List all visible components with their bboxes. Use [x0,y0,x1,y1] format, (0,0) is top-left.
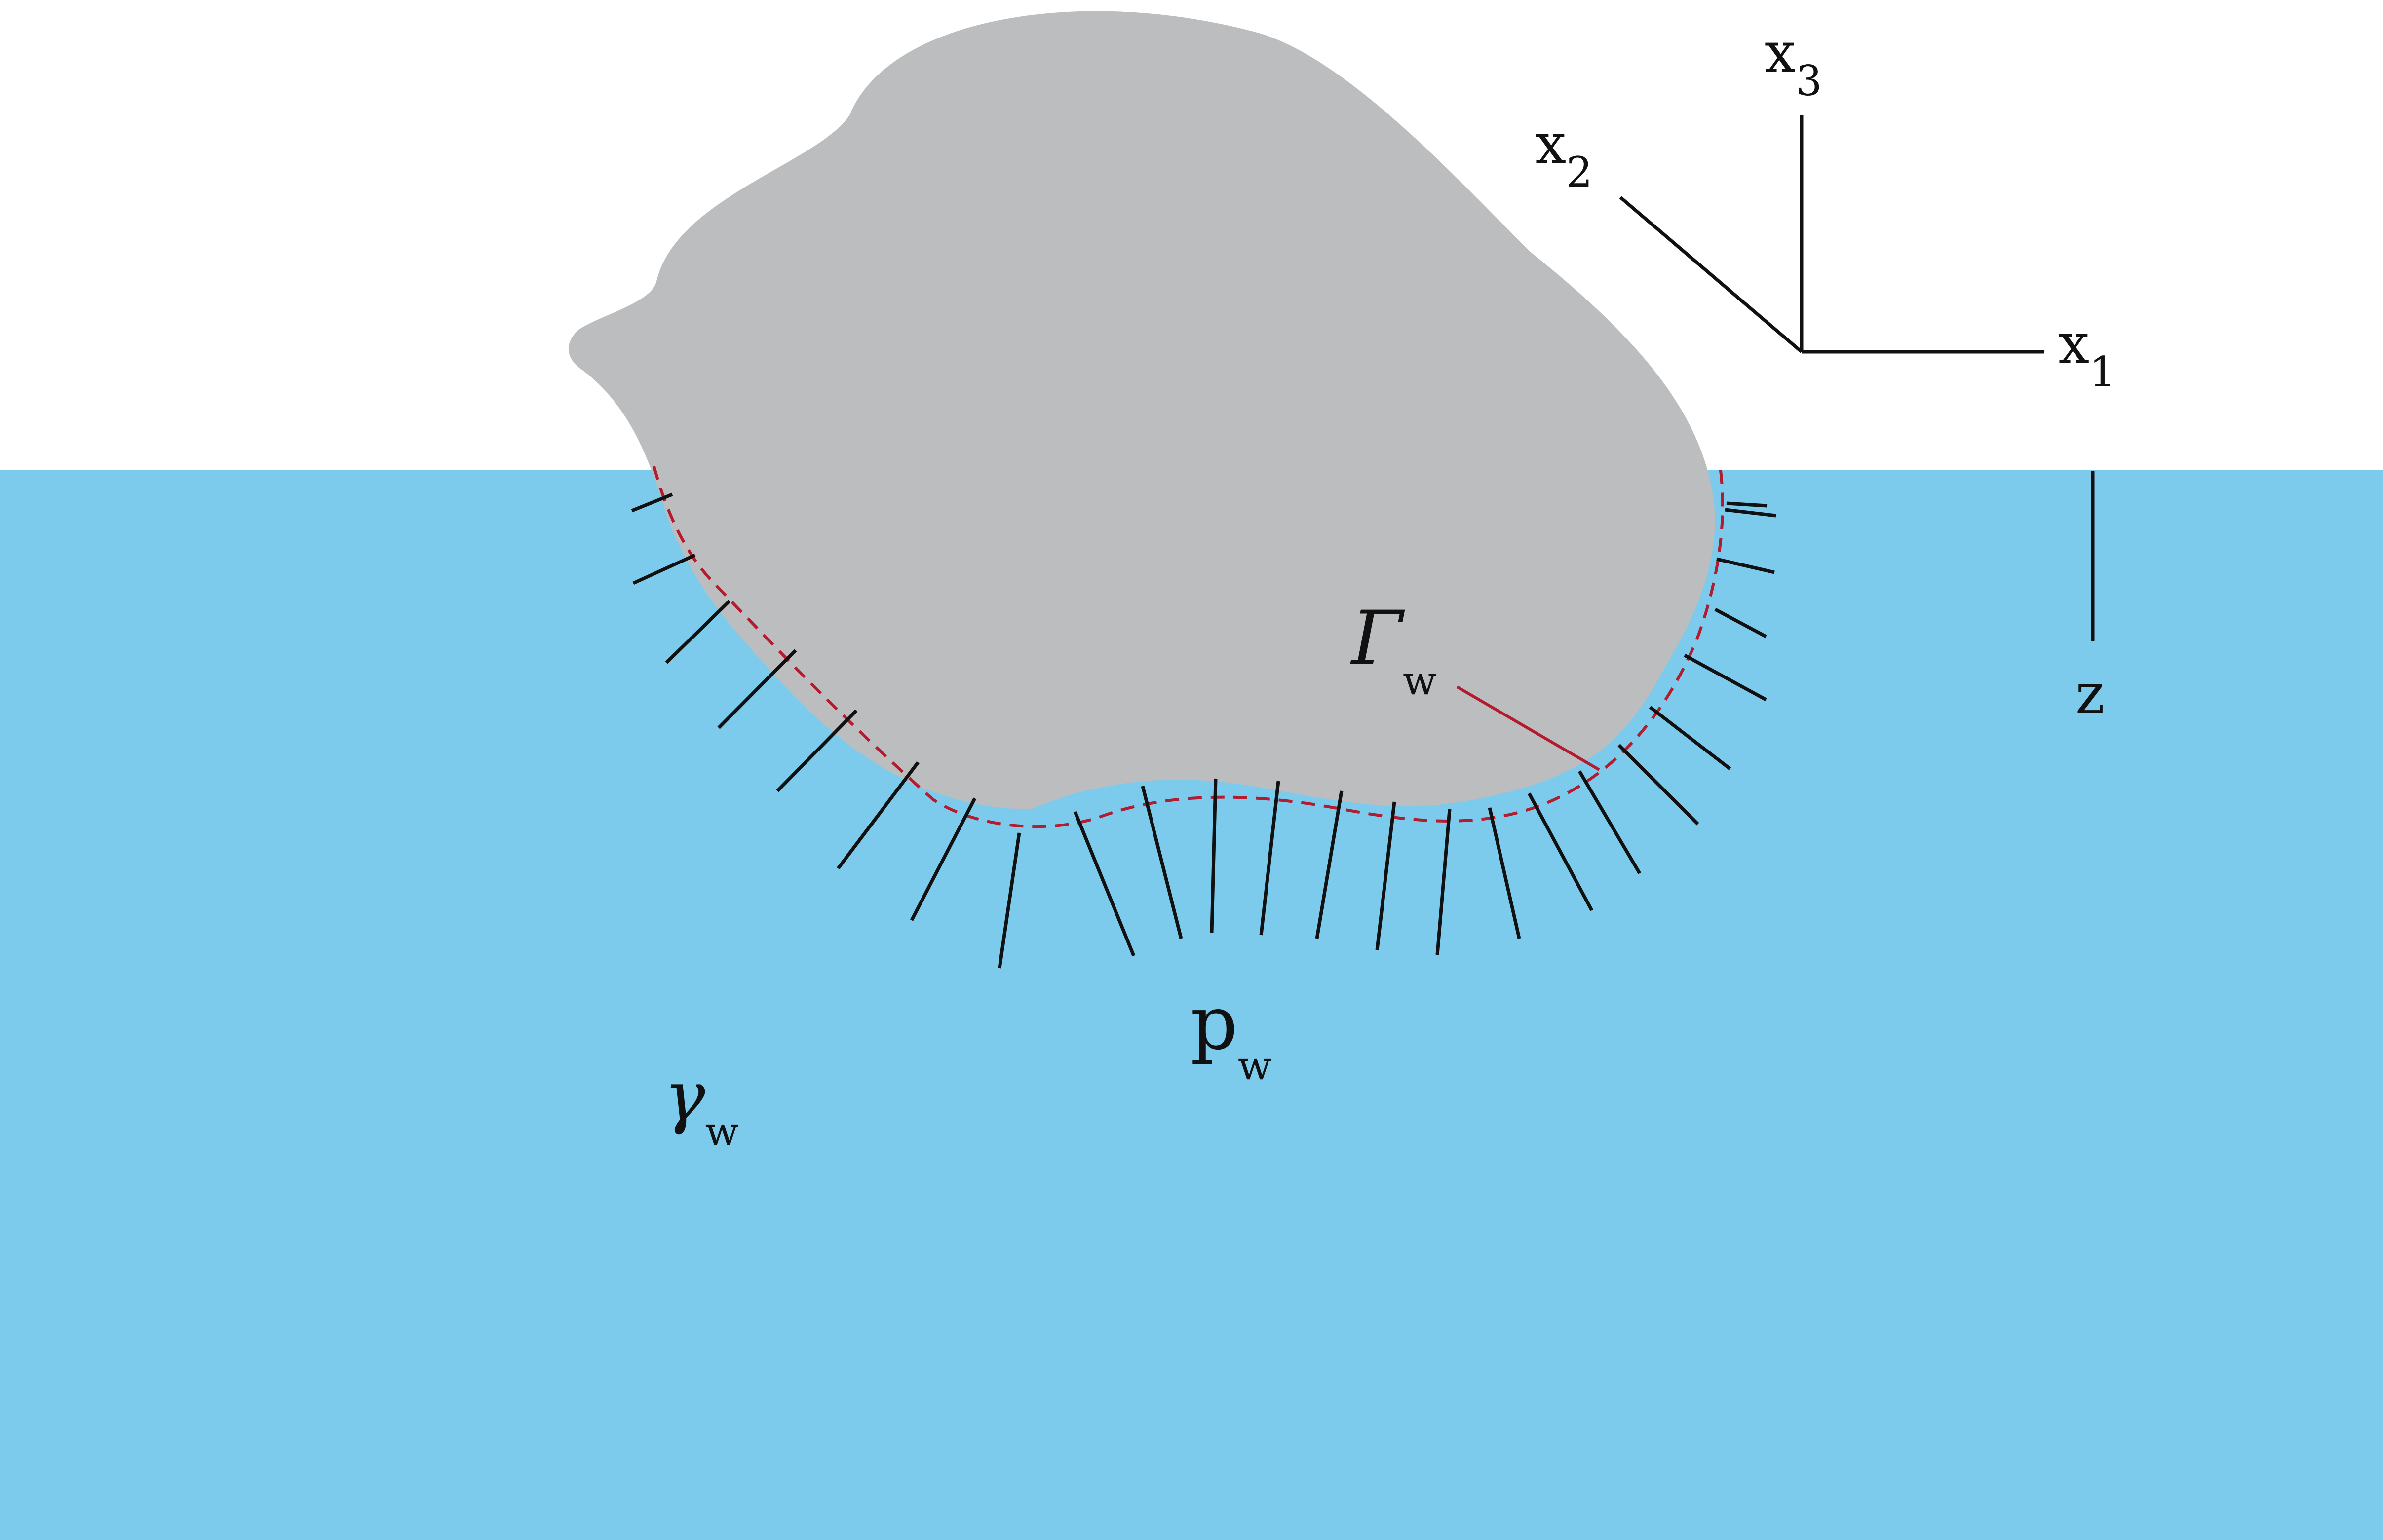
pressure-arrow [717,649,797,729]
gamma-boundary-label: Γw [1350,596,1437,704]
pressure-arrow [1716,557,1775,574]
pressure-arrow [1684,653,1767,702]
x2-axis-arrow [1619,196,1803,353]
x2-label: x2 [1535,112,1593,196]
pressure-arrow [910,797,977,921]
pressure-arrow [665,600,731,664]
pressure-arrow [1726,501,1768,508]
pressure-arrow [1375,801,1396,950]
pressure-arrow [1141,786,1183,939]
pressure-arrow [998,832,1021,969]
pressure-arrows [631,492,1776,969]
pressure-arrow [1725,508,1776,518]
pressure-arrow [776,709,858,792]
pressure-arrow [1527,792,1594,911]
pressure-label: pw [1191,980,1272,1089]
pressure-arrow [1435,809,1452,955]
pressure-arrow [1259,781,1280,936]
pressure-arrow [837,761,920,870]
x1-label: x1 [2058,312,2116,396]
pressure-arrow [1073,811,1136,957]
floating-body [568,11,1715,810]
pressure-arrow [1577,770,1642,874]
pressure-arrow [1714,607,1767,639]
wetted-boundary-dashed [653,466,1724,828]
unit-weight-label: γw [664,1056,739,1154]
pressure-arrow [631,492,673,513]
boundary-pointer-arrow [1456,685,1600,771]
pressure-arrow [632,553,696,585]
x3-label: x3 [1765,21,1822,105]
z-label: z [2076,662,2105,726]
pressure-arrow [1488,807,1521,939]
coordinate-axes [1619,114,2095,642]
pressure-arrow [1617,744,1699,826]
pressure-arrow [1315,790,1344,939]
pressure-arrow [1649,706,1731,770]
pressure-arrow [1210,778,1218,933]
